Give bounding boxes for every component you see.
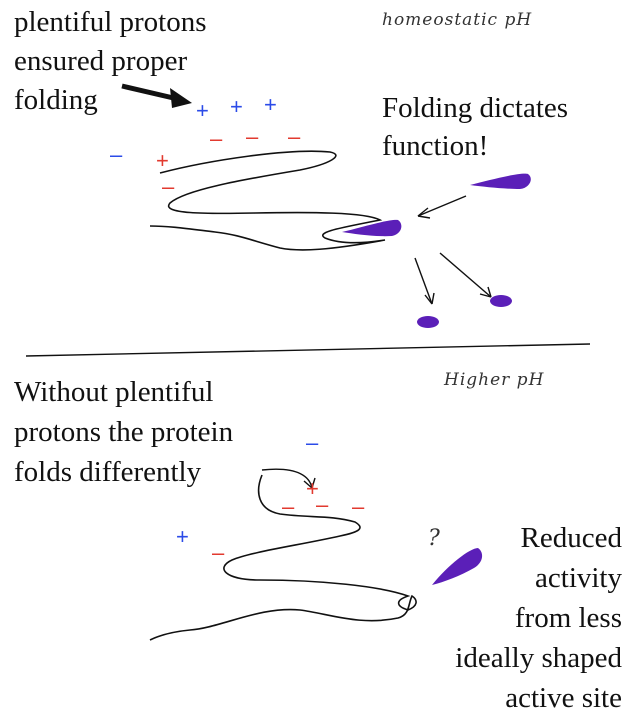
bottom-right-label-line-2: activity xyxy=(535,562,622,594)
protein-chain-bottom xyxy=(149,474,417,641)
top-left-label-line-2: ensured proper xyxy=(14,45,188,77)
top-condition-label: homeostatic pH xyxy=(382,10,533,30)
negative-charge: – xyxy=(306,430,319,455)
panel-divider xyxy=(25,343,591,357)
positive-charge: + xyxy=(196,98,209,123)
positive-charge: + xyxy=(306,476,319,501)
negative-charge: – xyxy=(288,124,301,149)
product-blob-2 xyxy=(417,316,439,328)
bottom-right-label-line-1: Reduced xyxy=(520,522,622,554)
negative-charge: – xyxy=(210,126,223,151)
protein-chain-top xyxy=(149,150,386,251)
top-left-label-line-1: plentiful protons xyxy=(14,6,207,38)
bottom-left-label-line-2: protons the protein xyxy=(14,416,234,448)
positive-charge: + xyxy=(156,148,169,173)
top-right-label-line-2: function! xyxy=(382,130,489,162)
bottom-right-label-line-3: from less xyxy=(514,602,622,634)
bottom-left-label-line-3: folds differently xyxy=(14,456,202,488)
bottom-condition-label: Higher pH xyxy=(444,370,545,390)
top-left-label-line-3: folding xyxy=(14,84,98,116)
bottom-left-label-line-1: Without plentiful xyxy=(14,376,214,408)
positive-charge: + xyxy=(230,94,243,119)
negative-charge: – xyxy=(110,142,123,167)
product-blob-1 xyxy=(490,295,512,307)
pointer-arrow-bottom xyxy=(261,468,313,489)
pointer-arrow-top xyxy=(121,83,192,108)
negative-charge: – xyxy=(246,124,259,149)
bottom-right-label-line-5: active site xyxy=(505,682,622,714)
reaction-arrows xyxy=(414,195,492,305)
unbound-substrate xyxy=(432,548,483,585)
positive-charge: + xyxy=(264,92,277,117)
bottom-right-label-line-4: ideally shaped xyxy=(455,642,622,674)
substrate-blob xyxy=(470,173,531,189)
active-site-bound-substrate xyxy=(342,219,402,237)
pointer-arrow-bottom-head xyxy=(303,477,316,489)
negative-charge: – xyxy=(352,494,365,519)
negative-charge: – xyxy=(212,540,225,565)
negative-charge: – xyxy=(316,492,329,517)
top-right-label-line-1: Folding dictates xyxy=(382,92,569,124)
question-mark: ? xyxy=(428,526,440,551)
negative-charge: – xyxy=(162,174,175,199)
negative-charge: – xyxy=(282,494,295,519)
positive-charge: + xyxy=(176,524,189,549)
